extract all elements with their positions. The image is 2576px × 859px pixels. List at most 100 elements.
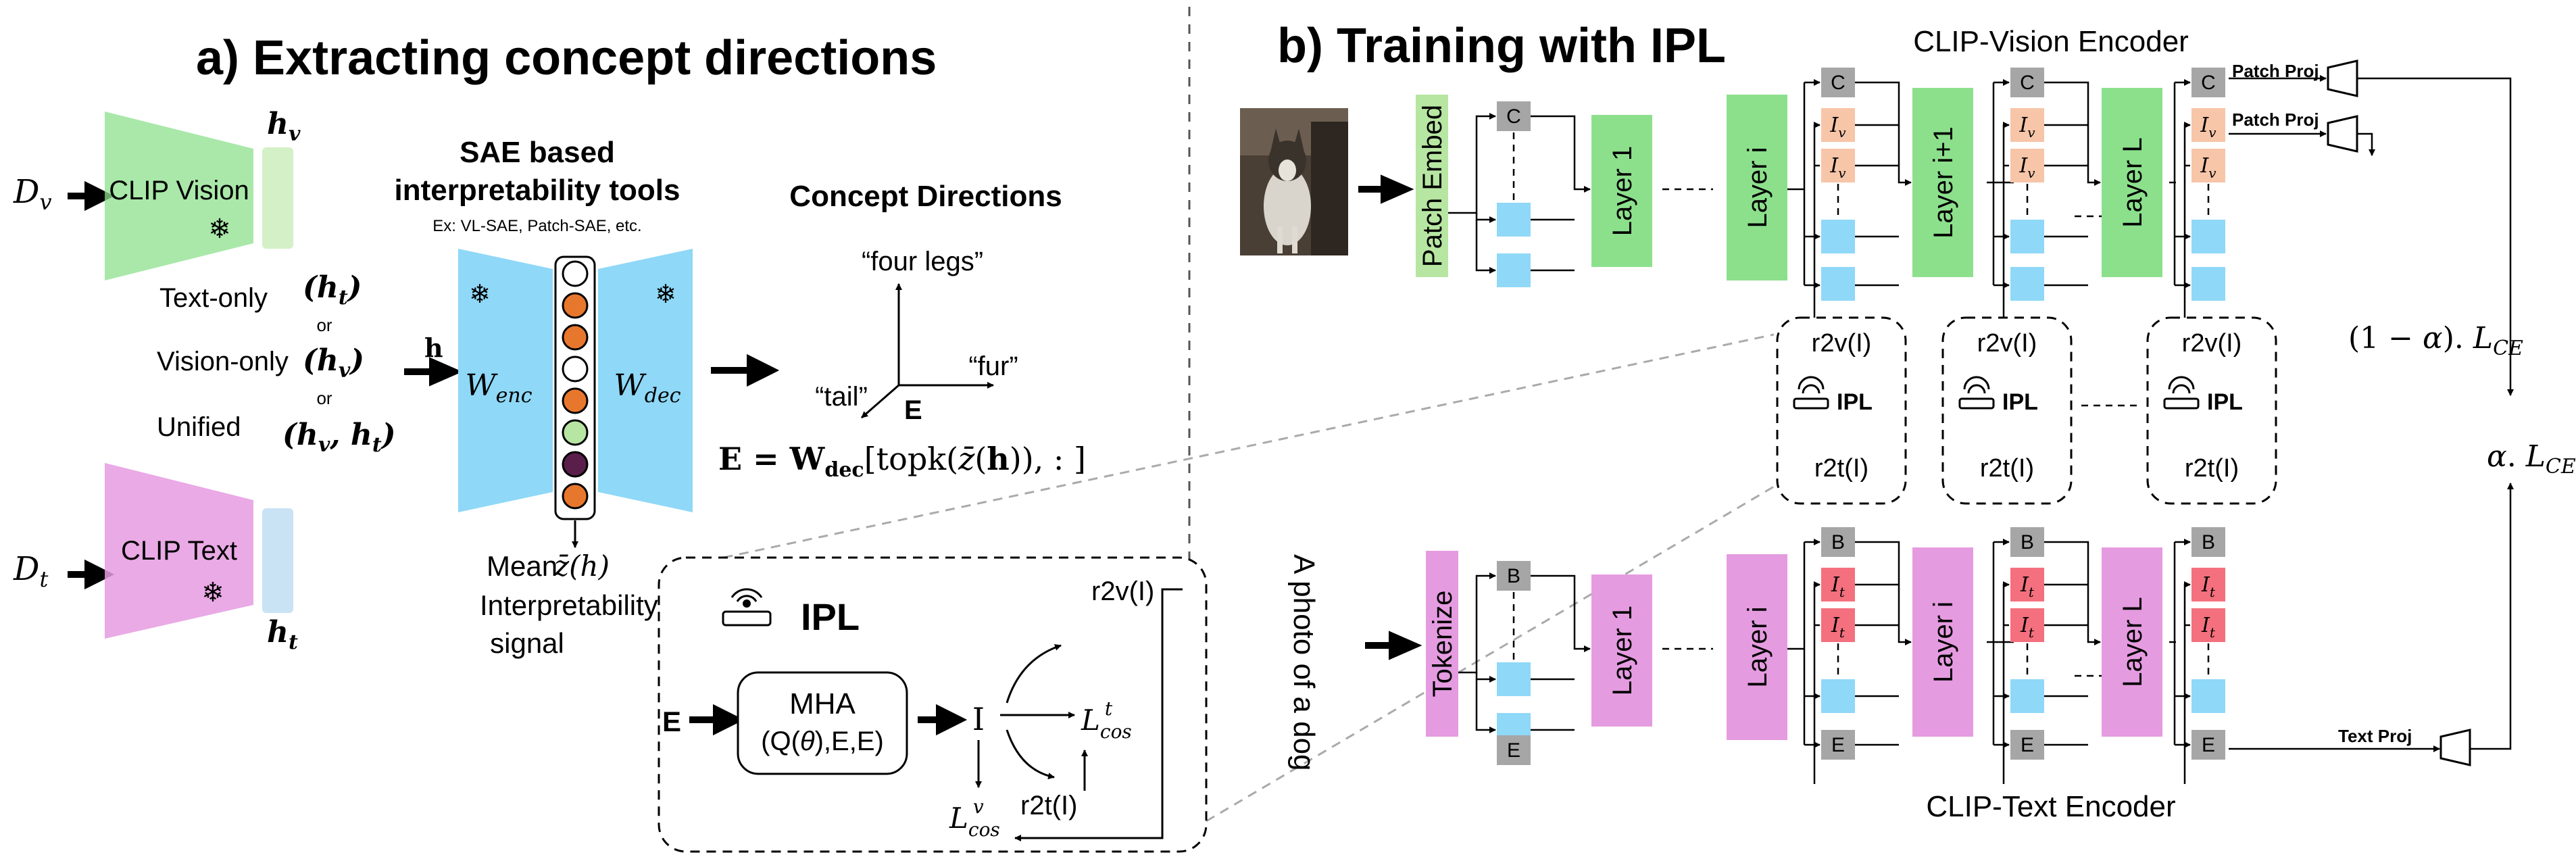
patch-token [1497, 253, 1531, 287]
concept-title: Concept Directions [789, 180, 1062, 213]
text-token-b [2010, 527, 2044, 557]
vision-prompt-token [2191, 108, 2225, 142]
vision-only-math: (hv) [303, 343, 364, 383]
router-icon [722, 610, 772, 627]
patch-token [2191, 267, 2225, 301]
router-icon-dot [743, 599, 751, 608]
vision-prompt-token [2191, 149, 2225, 182]
axis-diag [861, 384, 899, 419]
ipl-unit [1941, 316, 2073, 505]
sae-latent-unit [562, 419, 589, 446]
vision-prompt-token-subscript: v [1838, 124, 1846, 141]
ipl-detail-box [658, 556, 1208, 853]
ipl-unit-r2t: r2t(I) [1980, 454, 2034, 483]
ht-feature-bar [262, 508, 293, 613]
dv-label: Dv [13, 173, 52, 215]
router-icon-waves [1963, 376, 1990, 394]
text-prompt-token [1821, 608, 1855, 642]
cls-token-c-label: C [2020, 72, 2035, 94]
concept-fur: “fur” [968, 351, 1018, 381]
ipl-unit-label: IPL [2002, 389, 2038, 415]
sae-latent-unit [562, 387, 589, 414]
patch-proj-1 [2327, 59, 2358, 97]
embed-to-token [1475, 213, 1496, 223]
layer-i-plus-1 [1912, 547, 1973, 737]
layer-1 [1591, 115, 1652, 267]
frozen-icon: ❄ [469, 280, 491, 309]
layer-1-label: Layer 1 [1608, 146, 1637, 236]
sae-latents [562, 260, 589, 510]
text-token-b [1497, 561, 1531, 591]
text-encoder-title: CLIP-Text Encoder [1926, 790, 2175, 823]
or-1: or [316, 315, 332, 335]
ipl-I-symbol: I [972, 701, 985, 737]
patch-token [1821, 220, 1855, 253]
sae-latent-unit [562, 355, 589, 383]
text-prompt-token-subscript: t [2210, 624, 2216, 641]
router-icon-waves [2168, 376, 2195, 394]
patch-token [2010, 220, 2044, 253]
ipl-to-prompt [2002, 581, 2010, 784]
text-token-b [1821, 527, 1855, 557]
vision-prompt-token [1821, 108, 1855, 142]
tokenize-block [1426, 551, 1458, 737]
text-proj-label: Text Proj [2338, 726, 2412, 746]
embed-to-token [1475, 672, 1496, 683]
patch-proj-2-label: Patch Proj [2232, 109, 2319, 130]
cls-token-c-label: C [1831, 72, 1846, 94]
text-prompt-token [2010, 608, 2044, 642]
ipl-e-input: E [662, 706, 681, 737]
clip-vision-encoder [105, 112, 253, 280]
concepts-arrow [711, 353, 780, 387]
concept-four-legs: “four legs” [862, 247, 983, 276]
patch-token [1821, 267, 1855, 301]
concept-tail: “tail” [815, 382, 868, 412]
layer-i [1727, 554, 1787, 740]
layer-i-plus-1-label: Layer i [1929, 602, 1958, 683]
vision-prompt-token-subscript: v [2027, 124, 2035, 141]
router-icon [2163, 397, 2200, 410]
or-2: or [316, 388, 332, 408]
vision-prompt-token [1821, 149, 1855, 182]
concept-E: E [904, 395, 922, 425]
layer-L [2102, 88, 2162, 277]
cls-token-c-label: C [1506, 105, 1521, 128]
patch-token [2191, 220, 2225, 253]
patch-token [1497, 203, 1531, 237]
section-a-title: a) Extracting concept directions [196, 31, 937, 85]
loss-ce-1: (1 − α). LCE [2348, 321, 2523, 360]
zoom-line-bottom [1206, 485, 1775, 823]
sae-decoder [598, 249, 693, 512]
sae-title-2: interpretability tools [395, 174, 680, 207]
text-prompt-token-subscript: t [1839, 624, 1846, 641]
frozen-icon: ❄ [655, 280, 676, 309]
patch-embed-block [1416, 95, 1448, 277]
sae-latent-unit [562, 260, 589, 287]
clip-vision-label: CLIP Vision [109, 176, 249, 205]
caption-text: A photo of a dog [1287, 554, 1320, 771]
vision-prompt-token [2010, 108, 2044, 142]
text-token-b [2191, 527, 2225, 557]
ipl-unit-label: IPL [2207, 389, 2243, 415]
text-prompt-token [2191, 568, 2225, 602]
mha-out-arrow [918, 704, 968, 736]
sae-latent-unit [562, 451, 589, 478]
text-prompt-token-subscript: t [2029, 624, 2035, 641]
sae-encoder [458, 249, 553, 512]
h-arrow-label: h [424, 333, 443, 363]
text-token-e-label: E [1507, 739, 1520, 762]
unified-math: (hv, ht) [282, 418, 396, 457]
ipl-e-arrow [689, 704, 745, 736]
ipl-unit-r2t: r2t(I) [1814, 454, 1868, 483]
dt-label: Dt [13, 550, 48, 592]
tokens-to-layer-1 [1531, 574, 1591, 652]
tokens-to-layer [1855, 81, 1912, 186]
image-input-arrow [1358, 174, 1414, 204]
vision-prompt-token-subscript: v [2208, 165, 2216, 181]
ipl-unit [2146, 316, 2277, 505]
text-token-e-label: E [2202, 734, 2215, 756]
cls-token-c [1821, 68, 1855, 97]
layer-i-plus-1-label: Layer i+1 [1929, 126, 1958, 239]
